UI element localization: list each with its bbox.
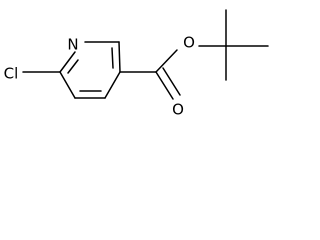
bond-carbonyl-oxygen bbox=[155, 71, 174, 100]
bond-c5-c6 bbox=[118, 41, 121, 73]
chlorine-label: Cl bbox=[4, 65, 19, 83]
double-bond-inner-c5-c6 bbox=[111, 47, 114, 69]
carbonyl-oxygen-label: O bbox=[172, 101, 184, 119]
bond-c4-c5 bbox=[104, 71, 121, 99]
tert-butyl-group bbox=[225, 9, 269, 81]
chemical-structure: N Cl O O bbox=[4, 9, 269, 119]
pyridine-ring bbox=[59, 41, 121, 99]
nitrogen-label: N bbox=[67, 36, 78, 54]
double-bond-inner-c2-n bbox=[67, 59, 79, 74]
bond-n-c2 bbox=[59, 51, 76, 73]
ester-oxygen-label: O bbox=[183, 34, 195, 52]
bond-c2-c3 bbox=[59, 71, 76, 99]
bond-carbonyl-oxygen-second bbox=[162, 67, 181, 96]
bond-carbonyl-ester-oxygen bbox=[155, 49, 178, 73]
ester-group bbox=[119, 45, 227, 100]
